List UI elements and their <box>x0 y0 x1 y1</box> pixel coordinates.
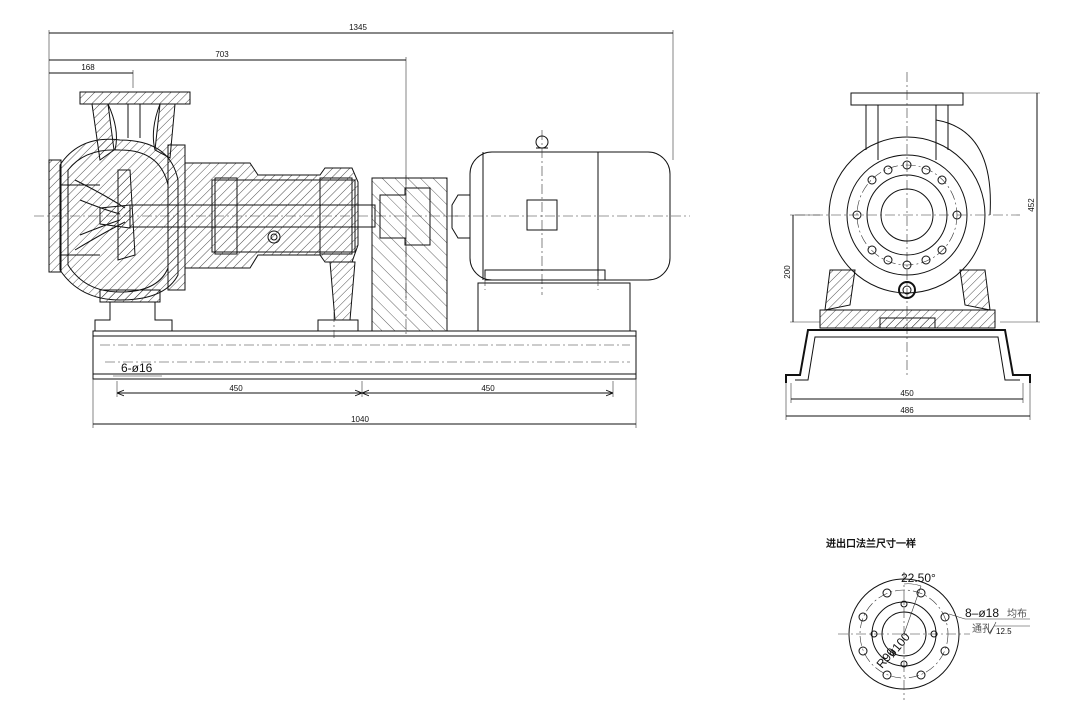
flange-detail: 进出口法兰尺寸一样 22.50° 8–ø18 均布 <box>826 537 1030 700</box>
bolt-angle-label: 22.50° <box>901 571 936 585</box>
dim-coupling-position: 703 <box>215 50 229 59</box>
base-frame: 6-ø16 450 450 1040 <box>92 330 637 428</box>
side-view: 1345 703 168 6-ø16 450 450 <box>34 23 690 428</box>
dim-overall-length: 1345 <box>349 23 367 32</box>
bolt-spec-label: 8–ø18 <box>965 606 999 620</box>
bolt-spec-suffix: 均布 <box>1007 608 1027 620</box>
bearing-housing <box>34 162 460 338</box>
dim-foot-width: 450 <box>900 389 914 398</box>
dim-shaft-height: 200 <box>783 265 792 279</box>
dim-base-spacing-right: 450 <box>481 384 495 393</box>
through-hole-label: 通孔 <box>972 623 992 635</box>
dim-base-width: 486 <box>900 406 914 415</box>
roughness-label: 12.5 <box>996 627 1012 636</box>
pump-casing <box>48 91 191 332</box>
flange-caption: 进出口法兰尺寸一样 <box>826 537 916 550</box>
coupling-guard <box>371 175 448 335</box>
flange-bolt-holes <box>858 588 950 680</box>
dim-suction-offset: 168 <box>81 63 95 72</box>
dim-total-height: 452 <box>1027 198 1036 212</box>
dim-base-spacing-left: 450 <box>229 384 243 393</box>
base-holes-label: 6-ø16 <box>121 361 153 375</box>
end-view-bolt-holes <box>852 160 962 270</box>
motor <box>451 130 690 332</box>
dim-base-length: 1040 <box>351 415 369 424</box>
end-view: 452 200 450 486 <box>783 72 1040 420</box>
